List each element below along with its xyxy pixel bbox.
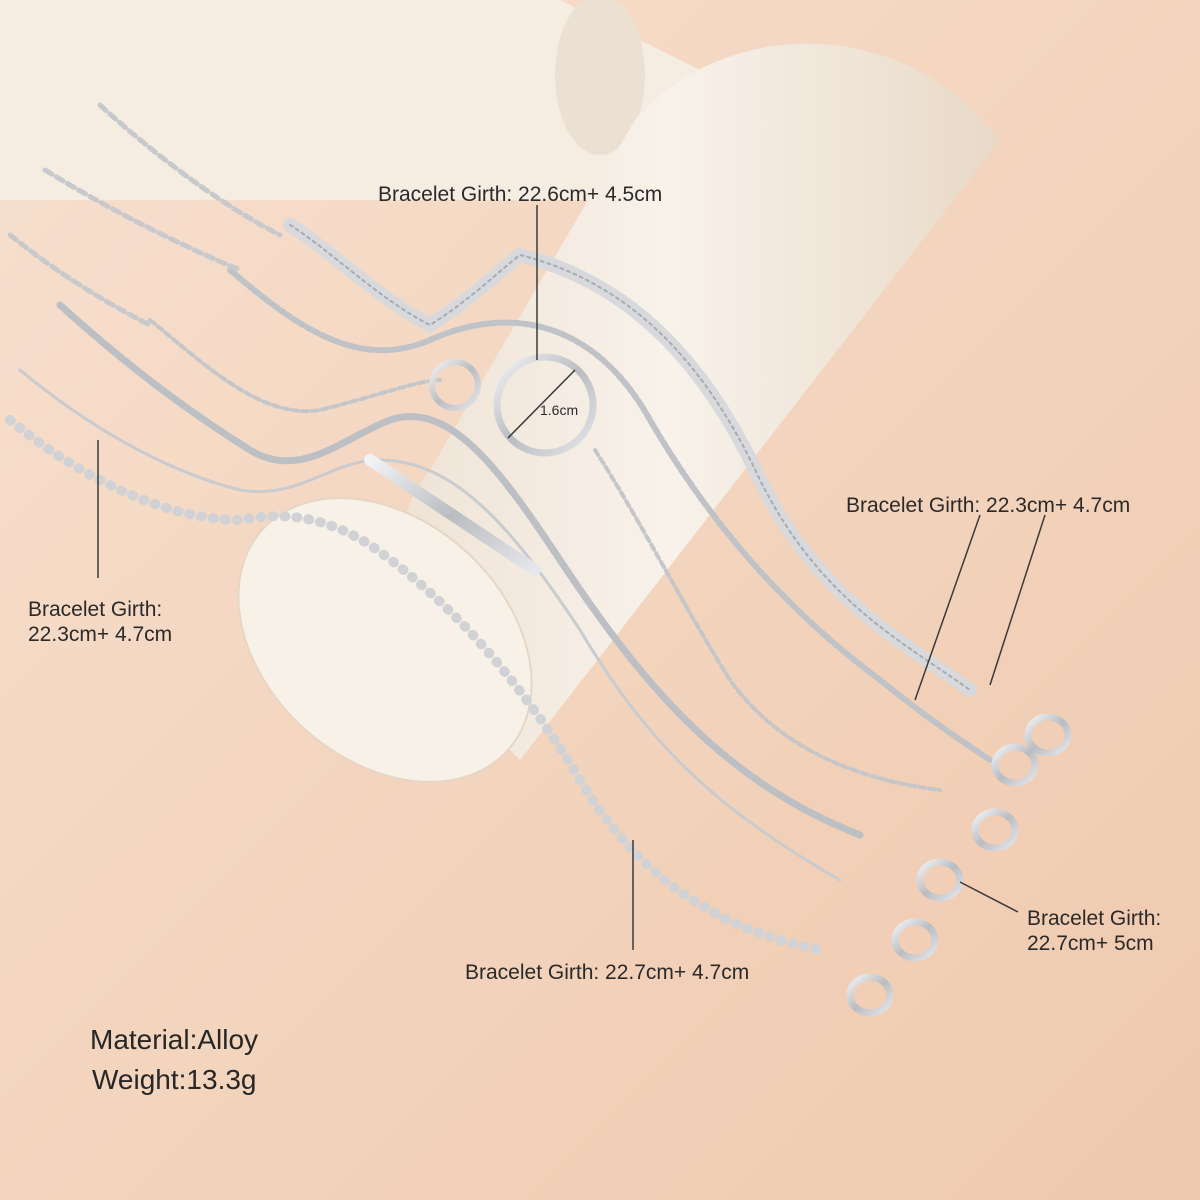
display-cylinder [237, 43, 1000, 783]
clasps [846, 713, 1072, 1017]
large-ring [493, 353, 597, 457]
callout-lines [97, 205, 1046, 950]
bar-charm [364, 454, 541, 576]
top-girth-label: Bracelet Girth: 22.6cm+ 4.5cm [378, 183, 663, 206]
lower-right-line2: 22.7cm+ 5cm [1027, 932, 1154, 955]
small-ring [429, 359, 481, 411]
clasp-3 [971, 808, 1019, 852]
clasp-6 [846, 973, 894, 1017]
bar-bracelet [18, 368, 842, 882]
right-girth-line-2 [989, 514, 1046, 686]
lower-right-line1: Bracelet Girth: [1027, 907, 1162, 930]
clasp-2 [991, 743, 1039, 787]
right-girth-label: Bracelet Girth: 22.3cm+ 4.7cm [846, 494, 1131, 517]
ring-diameter-label: 1.6cm [540, 402, 579, 418]
rope-bracelet [56, 301, 864, 839]
extender-chain-1 [97, 102, 283, 238]
right-girth-line-1 [914, 514, 981, 701]
lower-right-girth-label: Bracelet Girth: 22.7cm+ 5cm [1027, 906, 1161, 956]
back-beam [0, 0, 700, 200]
left-girth-line2: 22.3cm+ 4.7cm [28, 623, 173, 646]
diameter-line [507, 369, 576, 439]
material-spec: Material:Alloy [90, 1024, 259, 1055]
left-girth-label: Bracelet Girth: 22.3cm+ 4.7cm [28, 597, 172, 647]
weight-spec: Weight:13.3g [92, 1064, 257, 1095]
clasp-5 [891, 918, 939, 962]
left-girth-line1: Bracelet Girth: [28, 598, 163, 621]
extender-chain-2 [42, 167, 243, 273]
ball-chain-bracelet [5, 415, 825, 955]
double-circle-bracelet [148, 318, 442, 414]
extender-chain-3 [7, 232, 153, 328]
bottom-girth-label: Bracelet Girth: 22.7cm+ 4.7cm [465, 961, 750, 984]
twisted-bracelet [227, 267, 993, 763]
bracelets [5, 102, 993, 955]
clasp-1 [1024, 713, 1072, 757]
lower-right-line [959, 881, 1019, 913]
clasp-4 [916, 858, 964, 902]
